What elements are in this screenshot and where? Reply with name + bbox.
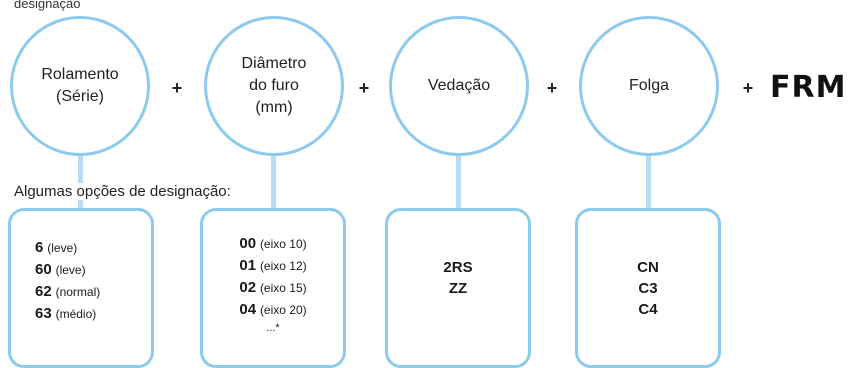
- option-item: C3: [578, 278, 718, 299]
- circle-line: (Série): [55, 88, 104, 105]
- plus-sign: +: [546, 78, 558, 98]
- option-note: (eixo 12): [259, 259, 307, 273]
- more-options-note: ...*: [266, 322, 280, 334]
- option-code: 02: [239, 279, 257, 296]
- connector-1: [78, 150, 83, 212]
- option-code: 04: [239, 301, 257, 318]
- option-code: CN: [637, 259, 659, 276]
- option-item: 2RS: [388, 257, 528, 278]
- circle-rolamento: Rolamento (Série): [10, 16, 150, 156]
- option-code: 6: [35, 239, 44, 256]
- option-item: 6 (leve): [35, 237, 151, 259]
- option-note: (eixo 10): [259, 237, 307, 251]
- option-note: (leve): [55, 263, 86, 277]
- connector-2: [271, 150, 276, 212]
- option-code: 63: [35, 305, 52, 322]
- option-item: CN: [578, 257, 718, 278]
- option-note: (eixo 20): [259, 303, 307, 317]
- circle-line: Vedação: [427, 77, 491, 94]
- circle-line: Rolamento: [41, 66, 119, 83]
- cut-off-heading: designação: [14, 0, 81, 11]
- options-box-diametro: 00 (eixo 10) 01 (eixo 12) 02 (eixo 15) 0…: [200, 208, 346, 368]
- circle-diametro: Diâmetro do furo (mm): [204, 16, 344, 156]
- circle-vedacao: Vedação: [389, 16, 529, 156]
- option-code: 01: [239, 257, 257, 274]
- option-code: 60: [35, 261, 52, 278]
- options-box-rolamento: 6 (leve) 60 (leve) 62 (normal) 63 (médio…: [8, 208, 154, 368]
- circle-line: Diâmetro: [241, 55, 307, 72]
- option-item: ZZ: [388, 278, 528, 299]
- intro-text: Algumas opções de designação:: [14, 183, 233, 200]
- option-item: 60 (leve): [35, 259, 151, 281]
- option-item: 04 (eixo 20): [203, 299, 343, 321]
- option-note: (normal): [55, 285, 101, 299]
- option-note: (eixo 15): [259, 281, 307, 295]
- circle-folga: Folga: [579, 16, 719, 156]
- plus-sign: +: [358, 78, 370, 98]
- options-box-vedacao: 2RS ZZ: [385, 208, 531, 368]
- plus-sign: +: [742, 78, 754, 98]
- options-box-folga: CN C3 C4: [575, 208, 721, 368]
- plus-sign: +: [171, 78, 183, 98]
- option-code: 2RS: [443, 259, 473, 276]
- option-code: C3: [638, 280, 658, 297]
- circle-line: do furo: [249, 77, 299, 94]
- option-item: C4: [578, 299, 718, 320]
- circle-line: (mm): [255, 99, 293, 116]
- option-item: 01 (eixo 12): [203, 255, 343, 277]
- option-item: 62 (normal): [35, 281, 151, 303]
- option-item: 63 (médio): [35, 303, 151, 325]
- option-code: ZZ: [448, 280, 468, 297]
- connector-3: [456, 150, 461, 212]
- option-note: (médio): [55, 307, 97, 321]
- option-code: 00: [239, 235, 257, 252]
- circle-line: Folga: [628, 77, 670, 94]
- option-item: 00 (eixo 10): [203, 233, 343, 255]
- option-code: C4: [638, 301, 658, 318]
- brand-logo: FRM: [770, 70, 847, 105]
- option-item: 02 (eixo 15): [203, 277, 343, 299]
- connector-4: [646, 150, 651, 212]
- option-note: (leve): [47, 241, 78, 255]
- option-code: 62: [35, 283, 52, 300]
